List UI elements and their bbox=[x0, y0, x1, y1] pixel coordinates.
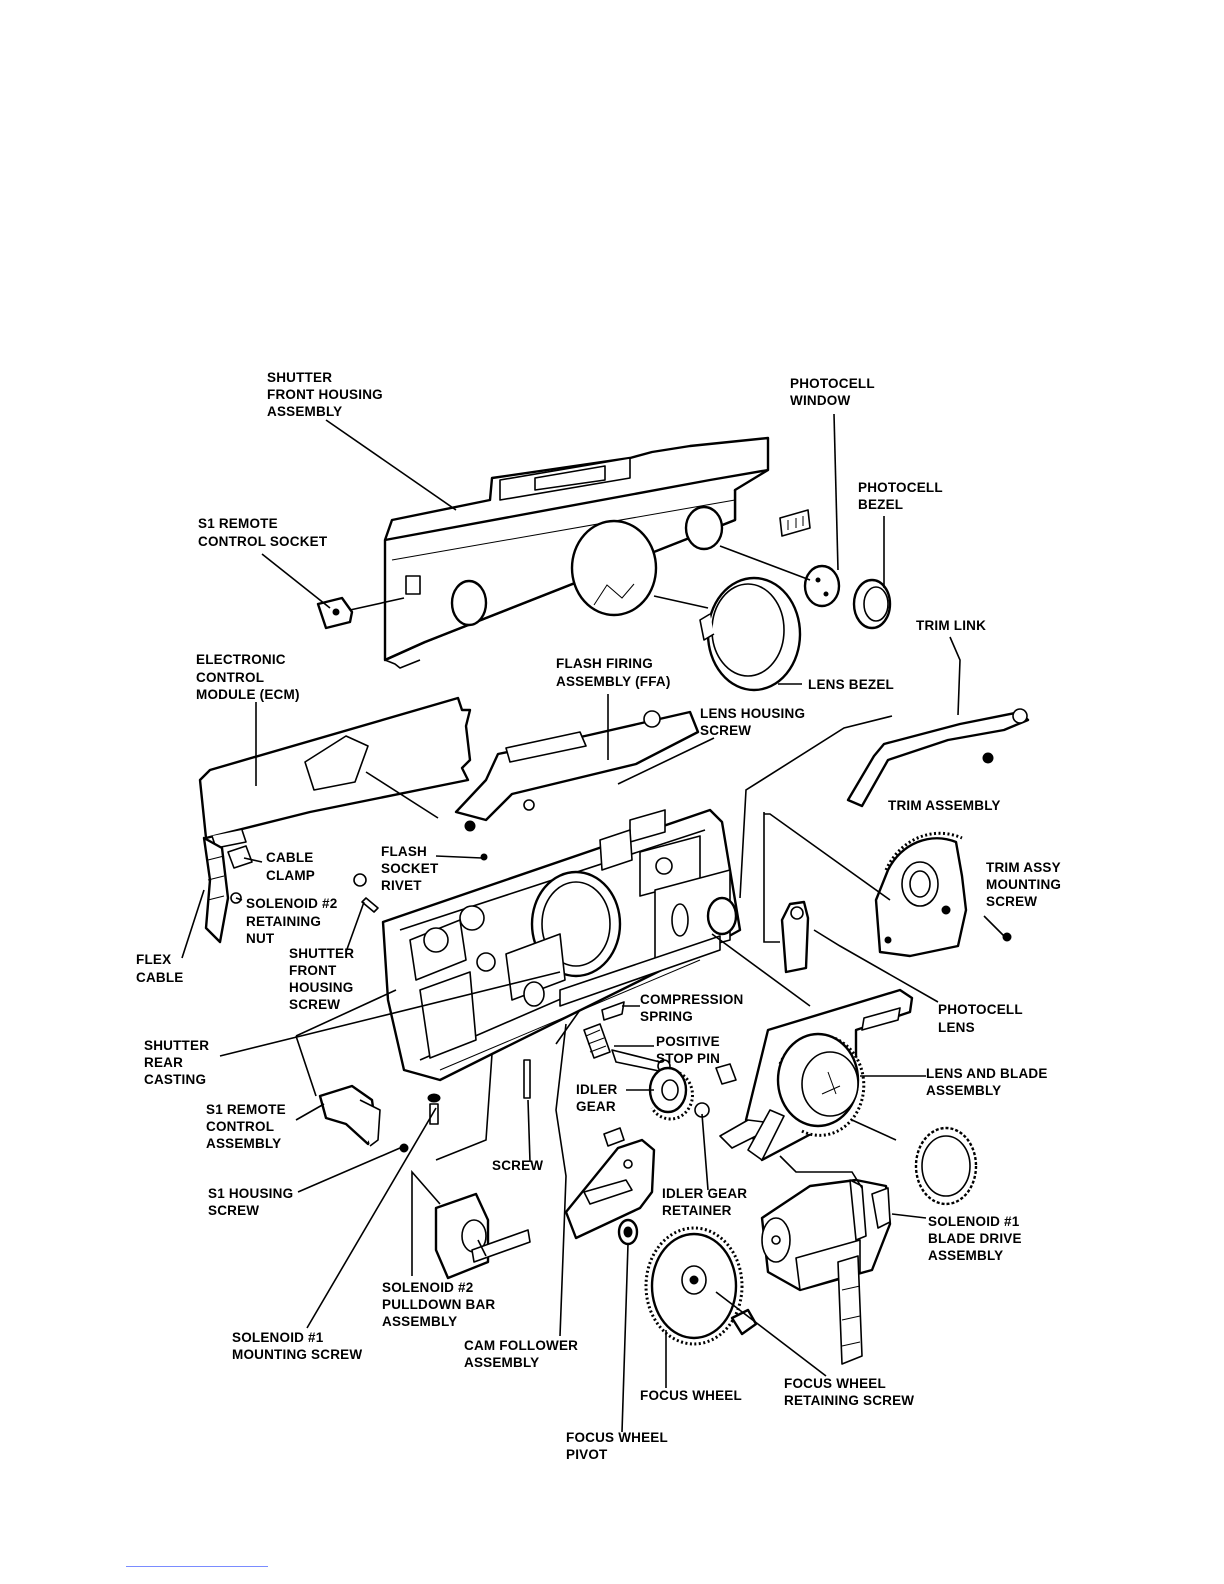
idler-gear-part bbox=[648, 1066, 710, 1121]
label-screw: SCREW bbox=[492, 1158, 543, 1173]
label-idler-gear: IDLER GEAR bbox=[576, 1082, 621, 1114]
shutter-rear-casting-part bbox=[381, 808, 742, 1082]
trim-link-part bbox=[846, 708, 1030, 808]
label-cam-follower: CAM FOLLOWER ASSEMBLY bbox=[464, 1338, 582, 1370]
s1-remote-assembly-part bbox=[318, 1084, 409, 1153]
labels: SHUTTER FRONT HOUSING ASSEMBLY PHOTOCELL… bbox=[136, 370, 1065, 1462]
label-photocell-bezel: PHOTOCELL BEZEL bbox=[858, 480, 947, 512]
label-idler-gear-retainer: IDLER GEAR RETAINER bbox=[662, 1186, 751, 1218]
solenoid2-pulldown-part bbox=[434, 1192, 531, 1280]
label-lens-bezel: LENS BEZEL bbox=[808, 677, 894, 692]
shutter-front-housing-part bbox=[383, 436, 770, 669]
label-trim-assembly: TRIM ASSEMBLY bbox=[888, 798, 1001, 813]
photocell-lens-holder-part bbox=[780, 900, 810, 974]
solenoid1-blade-drive-part bbox=[760, 1178, 892, 1365]
lens-housing-screw-part bbox=[523, 799, 535, 811]
label-solenoid1-mounting: SOLENOID #1 MOUNTING SCREW bbox=[232, 1330, 362, 1362]
lens-bezel-part bbox=[699, 576, 802, 692]
label-lens-blade-assembly: LENS AND BLADE ASSEMBLY bbox=[926, 1066, 1052, 1098]
label-focus-wheel-screw: FOCUS WHEEL RETAINING SCREW bbox=[784, 1376, 914, 1408]
flash-socket-rivet-part bbox=[480, 853, 488, 861]
label-shutter-front-screw: SHUTTER FRONT HOUSING SCREW bbox=[289, 946, 358, 1012]
photocell-window-part bbox=[779, 509, 811, 537]
focus-wheel-pivot-part bbox=[617, 1218, 639, 1246]
label-solenoid2-pulldown: SOLENOID #2 PULLDOWN BAR ASSEMBLY bbox=[382, 1280, 499, 1329]
focus-wheel-part bbox=[644, 1226, 744, 1346]
flex-cable-part bbox=[202, 836, 230, 944]
label-shutter-front-housing: SHUTTER FRONT HOUSING ASSEMBLY bbox=[267, 370, 387, 419]
label-solenoid2-nut: SOLENOID #2 RETAINING NUT bbox=[246, 896, 341, 946]
label-photocell-window: PHOTOCELL WINDOW bbox=[790, 376, 879, 408]
label-trim-assy-screw: TRIM ASSY MOUNTING SCREW bbox=[986, 860, 1065, 909]
footer-rule bbox=[126, 1566, 268, 1567]
photocell-disc-part bbox=[803, 564, 841, 608]
aperture-ring-part bbox=[914, 1126, 978, 1206]
lens-blade-assembly-part bbox=[715, 988, 914, 1162]
label-flash-socket-rivet: FLASH SOCKET RIVET bbox=[381, 844, 442, 893]
label-focus-wheel: FOCUS WHEEL bbox=[640, 1388, 742, 1403]
label-cable-clamp: CABLE CLAMP bbox=[266, 850, 317, 883]
label-focus-wheel-pivot: FOCUS WHEEL PIVOT bbox=[566, 1430, 672, 1462]
label-lens-housing-screw: LENS HOUSING SCREW bbox=[700, 706, 809, 738]
label-s1-remote-socket: S1 REMOTE CONTROL SOCKET bbox=[198, 516, 328, 549]
label-s1-remote-assembly: S1 REMOTE CONTROL ASSEMBLY bbox=[206, 1102, 290, 1151]
label-ecm: ELECTRONIC CONTROL MODULE (ECM) bbox=[196, 652, 300, 702]
spring-and-pin-part bbox=[583, 1001, 671, 1073]
photocell-bezel-part bbox=[852, 578, 892, 630]
label-s1-housing-screw: S1 HOUSING SCREW bbox=[208, 1186, 297, 1218]
label-trim-link: TRIM LINK bbox=[916, 618, 986, 633]
shutter-front-housing-screws-part bbox=[353, 873, 379, 913]
leader-lines bbox=[181, 413, 1005, 1433]
label-photocell-lens: PHOTOCELL LENS bbox=[938, 1002, 1027, 1035]
label-solenoid1-blade: SOLENOID #1 BLADE DRIVE ASSEMBLY bbox=[928, 1214, 1026, 1263]
label-ffa: FLASH FIRING ASSEMBLY (FFA) bbox=[556, 656, 671, 689]
cable-clamp-part bbox=[227, 845, 253, 904]
ecm-board-part bbox=[198, 696, 472, 849]
label-flex-cable: FLEX CABLE bbox=[136, 952, 184, 985]
label-shutter-rear-casting: SHUTTER REAR CASTING bbox=[144, 1038, 213, 1087]
long-screw-part bbox=[523, 1059, 531, 1099]
label-positive-stop-pin: POSITIVE STOP PIN bbox=[656, 1034, 724, 1066]
label-compression-spring: COMPRESSION SPRING bbox=[640, 992, 747, 1024]
cam-follower-part bbox=[564, 1127, 656, 1240]
trim-assembly-part bbox=[874, 831, 1012, 958]
ffa-part bbox=[454, 710, 700, 832]
